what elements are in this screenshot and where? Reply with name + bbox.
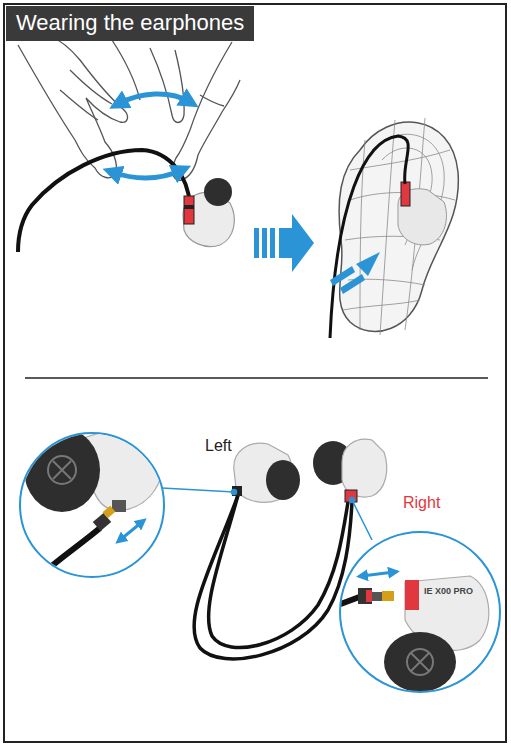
right-zoom (330, 532, 500, 692)
push-arrow (254, 214, 314, 272)
hands (18, 36, 240, 180)
frame (4, 4, 506, 742)
divider (25, 377, 488, 379)
bend-arrow (112, 170, 182, 178)
bend-arrow (118, 94, 190, 104)
cable (18, 150, 190, 252)
part-label: Left (205, 437, 232, 455)
cables (194, 495, 352, 659)
earphone (183, 178, 234, 247)
right-earphone (313, 439, 387, 502)
title-box: Wearing the earphones (6, 6, 254, 41)
ear (330, 118, 458, 338)
left-earphone (232, 443, 300, 502)
model-text: IE X00 PRO (424, 586, 473, 596)
left-zoom (20, 428, 164, 585)
leader-lines (162, 488, 372, 540)
push-arrow (330, 252, 380, 294)
part-label: Right (403, 494, 440, 512)
